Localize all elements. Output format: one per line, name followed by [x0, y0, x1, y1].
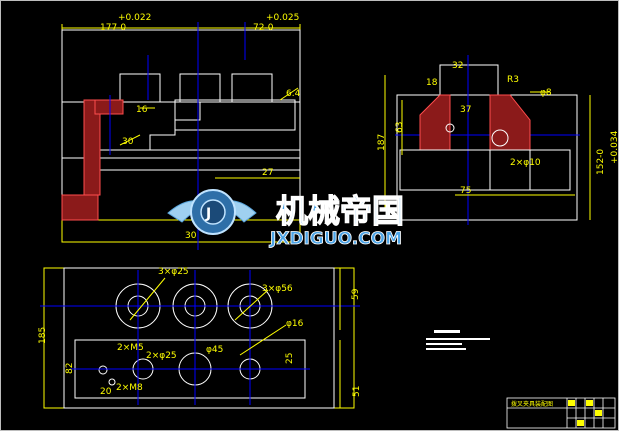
top-view-labels: 3×φ25 3×φ56 59 φ16 185 2×M5 2×φ25 φ45 25… [38, 267, 362, 397]
dim-6-4: 6.4 [286, 89, 301, 99]
dim-187: 187 [377, 134, 387, 151]
dim-2x25: 2×φ25 [146, 351, 177, 361]
side-view [384, 55, 591, 225]
dim-185: 185 [38, 327, 48, 344]
dim-18: 18 [426, 78, 438, 88]
title-block-title: 拨叉夹具装配图 [511, 400, 553, 408]
dim-25: 25 [285, 353, 295, 364]
front-view [61, 22, 301, 250]
dim-51: 51 [352, 386, 362, 397]
tol-left-plus: +0.022 [118, 13, 151, 23]
logo-latin: JXDIGUO.COM [269, 229, 402, 249]
dim-20: 20 [100, 387, 112, 397]
dim-small: φ8 [540, 88, 552, 98]
logo-gear-letter: J [205, 206, 211, 222]
dim-152-plus: +0.034 [610, 130, 619, 164]
dim-152: 152-0 [596, 149, 606, 175]
dim-30: 30 [185, 231, 197, 241]
dim-2x10: 2×φ10 [510, 158, 541, 168]
logo-watermark: J [167, 189, 257, 235]
title-block [506, 397, 616, 429]
dim-3x25: 3×φ25 [158, 267, 189, 277]
dim-2xm8: 2×M8 [116, 383, 143, 393]
front-view-labels: +0.022 177-0 +0.025 72-0 27 30 16 30 6.4 [100, 13, 301, 241]
tol-right-minus: 72-0 [253, 23, 274, 33]
dim-r3: R3 [507, 75, 519, 85]
dim-75: 75 [460, 186, 471, 196]
tol-right-plus: +0.025 [266, 13, 299, 23]
dim-32: 32 [452, 61, 463, 71]
technical-notes [426, 330, 490, 350]
dim-37: 37 [460, 105, 471, 115]
dim-16: φ16 [286, 319, 304, 329]
dim-59: 59 [351, 288, 361, 300]
dim-27: 27 [262, 168, 273, 178]
dim-2xm5: 2×M5 [117, 343, 144, 353]
dim-16: 16 [136, 105, 148, 115]
tol-left-minus: 177-0 [100, 23, 126, 33]
side-view-labels: 32 18 R3 37 63 187 2×φ10 75 +0.034 152-0… [377, 61, 619, 196]
dim-63: 63 [395, 122, 405, 133]
logo-chinese: 机械帝国 [276, 192, 404, 230]
top-view [40, 267, 360, 409]
dim-82: 82 [65, 363, 75, 374]
dim-30-small: 30 [122, 137, 134, 147]
dim-45: φ45 [206, 345, 223, 355]
dim-3x56: 3×φ56 [262, 284, 293, 294]
